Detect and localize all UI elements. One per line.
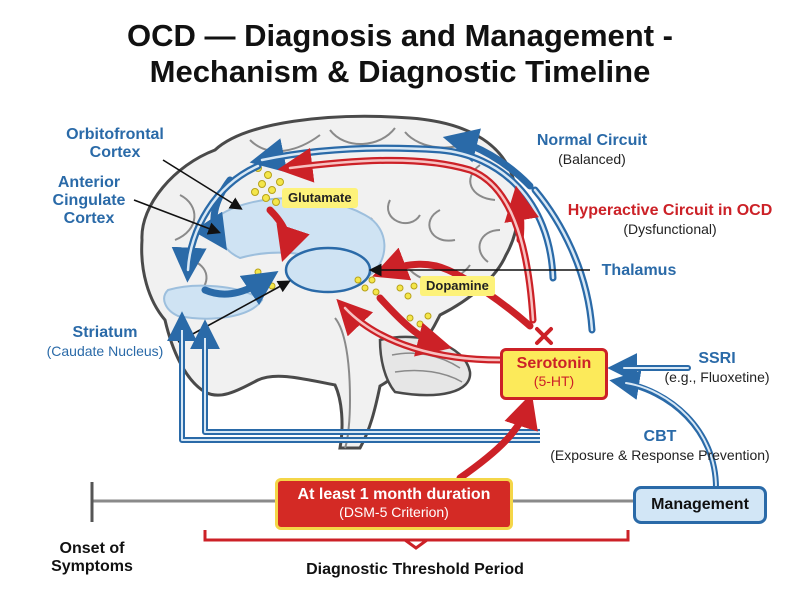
duration-label: At least 1 month duration (297, 486, 491, 503)
title-line-1: OCD — Diagnosis and Management - (126, 18, 673, 53)
duration-arrow (456, 393, 538, 482)
label-orbitofrontal-cortex: Orbitofrontal Cortex (66, 126, 164, 161)
blocked-x-icon (535, 327, 553, 345)
label-onset-of-symptoms: Onset of Symptoms (51, 540, 133, 575)
serotonin-box: Serotonin (5-HT) (500, 348, 608, 400)
title-line-2: Mechanism & Diagnostic Timeline (149, 54, 651, 89)
label-normal-circuit: Normal Circuit (Balanced) (536, 132, 648, 167)
serotonin-sub: (5-HT) (533, 373, 575, 389)
threshold-bracket (203, 530, 630, 542)
label-anterior-cingulate-cortex: Anterior Cingulate Cortex (52, 174, 126, 227)
label-cbt: CBT (Exposure & Response Prevention) (550, 428, 770, 463)
thalamus-shape (284, 246, 372, 294)
duration-box: At least 1 month duration (DSM-5 Criteri… (275, 478, 513, 530)
label-striatum: Striatum (Caudate Nucleus) (46, 324, 164, 359)
label-ssri: SSRI (e.g., Fluoxetine) (664, 350, 770, 385)
label-thalamus: Thalamus (601, 262, 677, 279)
serotonin-label: Serotonin (516, 355, 592, 372)
tag-dopamine: Dopamine (420, 276, 495, 296)
label-diagnostic-threshold: Diagnostic Threshold Period (306, 561, 524, 578)
duration-sub: (DSM-5 Criterion) (339, 504, 449, 520)
diagram-title: OCD — Diagnosis and Management - Mechani… (0, 18, 800, 90)
label-hyperactive-circuit: Hyperactive Circuit in OCD (Dysfunctiona… (567, 202, 773, 237)
management-box: Management (633, 486, 767, 524)
tag-glutamate: Glutamate (282, 188, 358, 208)
